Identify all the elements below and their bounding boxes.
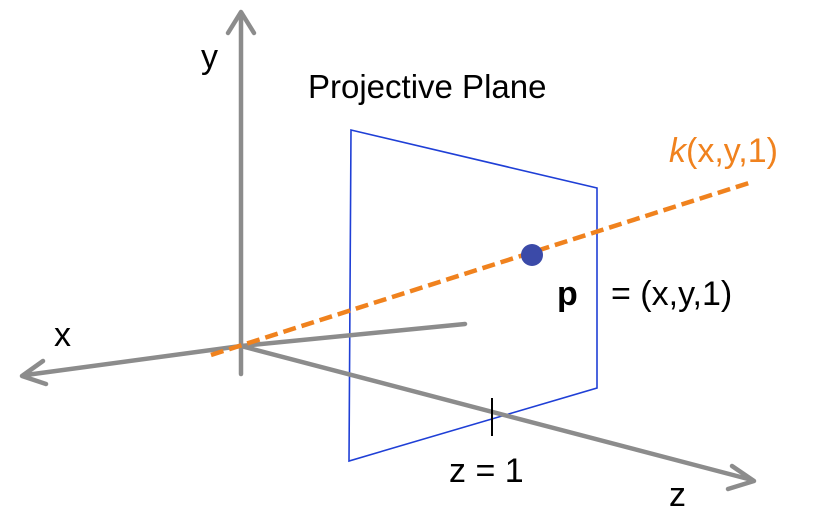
z-axis-arrowhead: [725, 463, 757, 492]
point-label-coords: = (x,y,1): [611, 275, 732, 313]
ray-label: k(x,y,1): [669, 132, 778, 170]
x-axis: [23, 343, 244, 378]
z-axis: [238, 343, 755, 483]
ray-vector: (x,y,1): [686, 132, 778, 170]
ray-line: [210, 179, 753, 358]
point-label-name: p: [557, 275, 578, 313]
diagram-title: Projective Plane: [308, 68, 546, 105]
z-axis-label: z: [669, 476, 686, 513]
y-axis-label: y: [201, 38, 218, 76]
x-axis-arrowhead: [19, 358, 49, 387]
x-axis-negative: [238, 321, 468, 349]
projective-plane: [348, 128, 598, 463]
x-axis-label: x: [54, 316, 71, 354]
ray-scalar-k: k: [669, 132, 688, 170]
point-p: [521, 244, 543, 266]
z-equals-1-label: z = 1: [449, 452, 524, 490]
y-axis-arrowhead: [225, 9, 257, 36]
